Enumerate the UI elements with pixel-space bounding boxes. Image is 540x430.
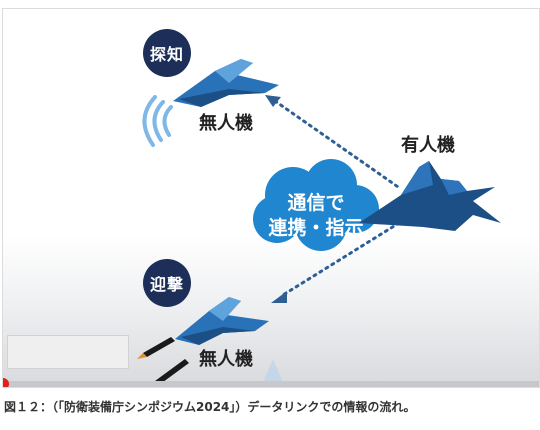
manned-fighter-icon [359,161,501,231]
figure-caption: 図１２：（「防衛装備庁シンポジウム2024」）データリンクでの情報の流れ。 [4,400,416,414]
video-frame: 探知 迎撃 無人機 無人機 有人機 通信で 連携・指示 [2,8,540,388]
video-progress-bar[interactable] [3,378,539,387]
sensor-wave-icon [142,95,173,147]
drone-top-label: 無人機 [199,113,253,134]
cloud-text: 通信で 連携・指示 [261,191,371,241]
drone-bottom-label: 無人機 [199,349,253,370]
datalink-line-bottom [281,221,401,297]
beam-shape [261,359,285,387]
datalink-arrowhead-bottom [271,291,287,303]
cloud-line-1: 通信で [287,192,345,214]
drone-bottom-icon [175,297,269,345]
detect-badge: 探知 [143,29,191,77]
datalink-line-top [273,99,403,191]
communication-cloud-icon [253,159,379,251]
progress-handle[interactable] [3,378,9,387]
datalink-arrowhead-top [265,95,281,107]
manned-aircraft-label: 有人機 [401,135,455,156]
video-overlay-box [7,335,129,369]
drone-top-icon [173,59,279,107]
diagram-canvas [137,59,501,387]
missile-icon [137,337,189,387]
cloud-line-2: 連携・指示 [268,217,364,239]
intercept-badge: 迎撃 [143,259,191,307]
